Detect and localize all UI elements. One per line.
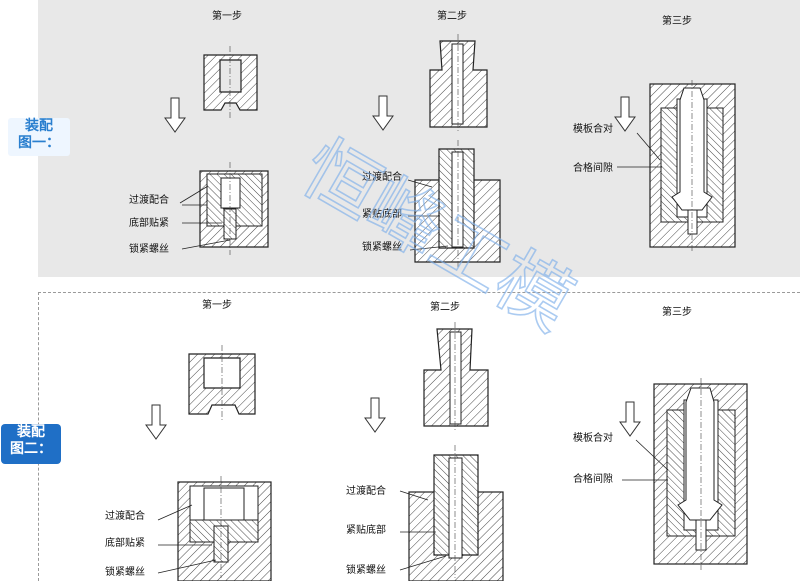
down-arrow-icon xyxy=(619,401,641,437)
figure2-step1-assembly xyxy=(157,476,272,581)
figure2-tag-line1: 装配 xyxy=(17,424,45,440)
figure2-label-bottom-fit: 底部贴紧 xyxy=(105,536,145,549)
figure2-label-lock-screw-2: 锁紧螺丝 xyxy=(346,563,386,576)
figure2-step-1-title: 第一步 xyxy=(202,298,232,311)
figure1-step3-assembly xyxy=(617,80,736,252)
figure2-step1-bushing xyxy=(188,345,256,420)
figure1-step-2-title: 第二步 xyxy=(437,9,467,22)
down-arrow-icon xyxy=(364,397,386,433)
figure2-label-transition-fit: 过渡配合 xyxy=(105,509,145,522)
figure2-step-3-title: 第三步 xyxy=(662,305,692,318)
figure1-label-bottom-fit: 底部贴紧 xyxy=(129,216,169,229)
figure2-diagram: 第一步 第二步 第三步 过渡配合 底部贴紧 锁紧螺丝 xyxy=(105,298,748,581)
figure1-diagram: 第一步 第二步 第三步 过渡配合 底部贴紧 锁紧螺丝 xyxy=(129,9,736,268)
figure1-label-transition-fit-2: 过渡配合 xyxy=(362,170,402,183)
figure1-label-lock-screw: 锁紧螺丝 xyxy=(129,242,169,255)
figure2-step2-punch xyxy=(423,322,489,430)
figure1-step-1-title: 第一步 xyxy=(212,9,242,22)
figure1-tag: 装配 图一： xyxy=(8,118,70,156)
figure2-step3-assembly xyxy=(622,378,748,570)
figure1-label-tight-fit: 紧贴底部 xyxy=(362,207,402,220)
figure2-step2-assembly xyxy=(399,445,504,581)
figure2-label-transition-fit-2: 过渡配合 xyxy=(346,484,386,497)
down-arrow-icon xyxy=(164,97,186,133)
figure2-label-lock-screw: 锁紧螺丝 xyxy=(105,565,145,578)
figure1-tag-line2: 图一： xyxy=(18,135,60,151)
figure2-step-2-title: 第二步 xyxy=(430,300,460,313)
down-arrow-icon xyxy=(614,96,636,132)
figure1-label-die-close: 模板合对 xyxy=(573,122,613,135)
down-arrow-icon xyxy=(372,95,394,131)
watermark: 恒峰工模 xyxy=(288,125,587,347)
down-arrow-icon xyxy=(145,404,167,440)
figure1-tag-line1: 装配 xyxy=(25,118,53,134)
figure1-step-3-title: 第三步 xyxy=(662,14,692,27)
figure2-tag: 装配 图二： xyxy=(1,424,61,464)
figure1-step2-assembly xyxy=(407,140,501,268)
figure1-label-lock-screw-2: 锁紧螺丝 xyxy=(362,240,402,253)
figure1-label-clearance: 合格间隙 xyxy=(573,161,613,174)
figure1-step1-assembly xyxy=(179,162,269,255)
figure2-label-clearance: 合格间隙 xyxy=(573,472,613,485)
section-divider xyxy=(38,292,800,293)
figure2-label-die-close: 模板合对 xyxy=(573,431,613,444)
figure1-step2-punch xyxy=(429,34,488,132)
figure2-tag-line2: 图二： xyxy=(10,441,52,457)
figure1-label-transition-fit: 过渡配合 xyxy=(129,193,169,206)
figure2-label-tight-fit: 紧贴底部 xyxy=(346,523,386,536)
figure1-step1-bushing xyxy=(203,46,258,118)
